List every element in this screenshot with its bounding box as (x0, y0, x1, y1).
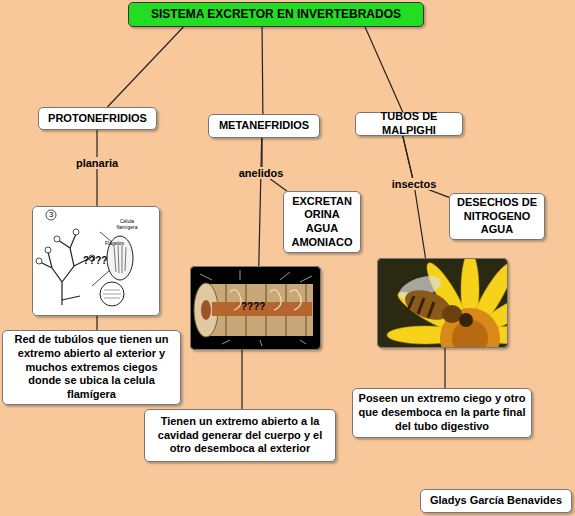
flame-cell-small (54, 236, 60, 242)
connector-line (262, 138, 287, 191)
worm-body (205, 284, 313, 336)
number-circle (46, 210, 56, 220)
node-text: Red de tubúlos que tienen un extremo abi… (8, 333, 175, 402)
category-box: TUBOS DE MALPIGHI (355, 112, 463, 136)
connector-line (365, 27, 403, 112)
edge-label: planaria (74, 157, 120, 169)
node-text: DESECHOS DE NITROGENO AGUA (455, 196, 539, 237)
section-hatching (103, 290, 121, 298)
connector-line (444, 348, 445, 388)
category-box: PROTONEFRIDIOS (38, 107, 157, 130)
bee-stripes (408, 296, 434, 318)
node-text: Gladys García Benavides (430, 494, 562, 508)
flame-cell-small (45, 247, 51, 253)
image-background (32, 206, 160, 316)
image-box: ???? (190, 266, 321, 350)
tubule-section (100, 282, 124, 306)
connector-line (261, 27, 263, 114)
node-text: EXCRETAN ORINA AGUA AMONIACO (290, 195, 354, 250)
bee-thorax (442, 305, 462, 323)
image-background (190, 266, 321, 350)
info-box: EXCRETAN ORINA AGUA AMONIACO (283, 191, 361, 253)
node-text: SISTEMA EXCRETOR EN INVERTEBRADOS (151, 7, 401, 22)
gut-section (201, 300, 211, 320)
node-text: Poseen un extremo ciego y otro que desem… (358, 392, 526, 433)
flame-cell-small (36, 258, 42, 264)
edge-label: anelidos (237, 167, 286, 179)
node-text: ???? (83, 255, 107, 266)
node-text: ???? (241, 301, 265, 312)
description-box: Poseen un extremo ciego y otro que desem… (352, 388, 532, 438)
title-box: SISTEMA EXCRETOR EN INVERTEBRADOS (128, 2, 424, 27)
connector-line (107, 27, 183, 107)
flame-cell-small (73, 229, 79, 235)
node-text: Tienen un extremo abierto a la cavidad g… (150, 415, 330, 456)
connector-line (259, 138, 262, 266)
node-text: 3 (49, 211, 53, 220)
image-box: 3Célula flamígeraFlagelos???? (32, 206, 160, 316)
flagella (114, 245, 126, 273)
author-box: Gladys García Benavides (420, 489, 572, 513)
leader-line (200, 270, 312, 346)
node-text: Flagelos (105, 241, 124, 247)
nephridium (230, 290, 301, 310)
connector-line (403, 136, 426, 258)
connector-line (241, 350, 242, 409)
planaria-illustration (32, 206, 160, 316)
annelid-illustration (190, 266, 321, 350)
image-box (377, 258, 508, 348)
connector-line (96, 316, 97, 330)
tubule-network (40, 234, 90, 305)
description-box: Red de tubúlos que tienen un extremo abi… (2, 330, 181, 405)
node-text: PROTONEFRIDIOS (48, 112, 147, 126)
category-box: METANEFRIDIOS (208, 114, 320, 138)
node-text: METANEFRIDIOS (219, 119, 309, 133)
bee-illustration (377, 252, 553, 368)
edge-label: insectos (390, 178, 439, 190)
node-text: TUBOS DE MALPIGHI (361, 110, 457, 138)
info-box: DESECHOS DE NITROGENO AGUA (449, 193, 545, 240)
description-box: Tienen un extremo abierto a la cavidad g… (144, 409, 336, 462)
bee-head (459, 313, 473, 327)
node-text: Célula flamígera (113, 219, 141, 230)
